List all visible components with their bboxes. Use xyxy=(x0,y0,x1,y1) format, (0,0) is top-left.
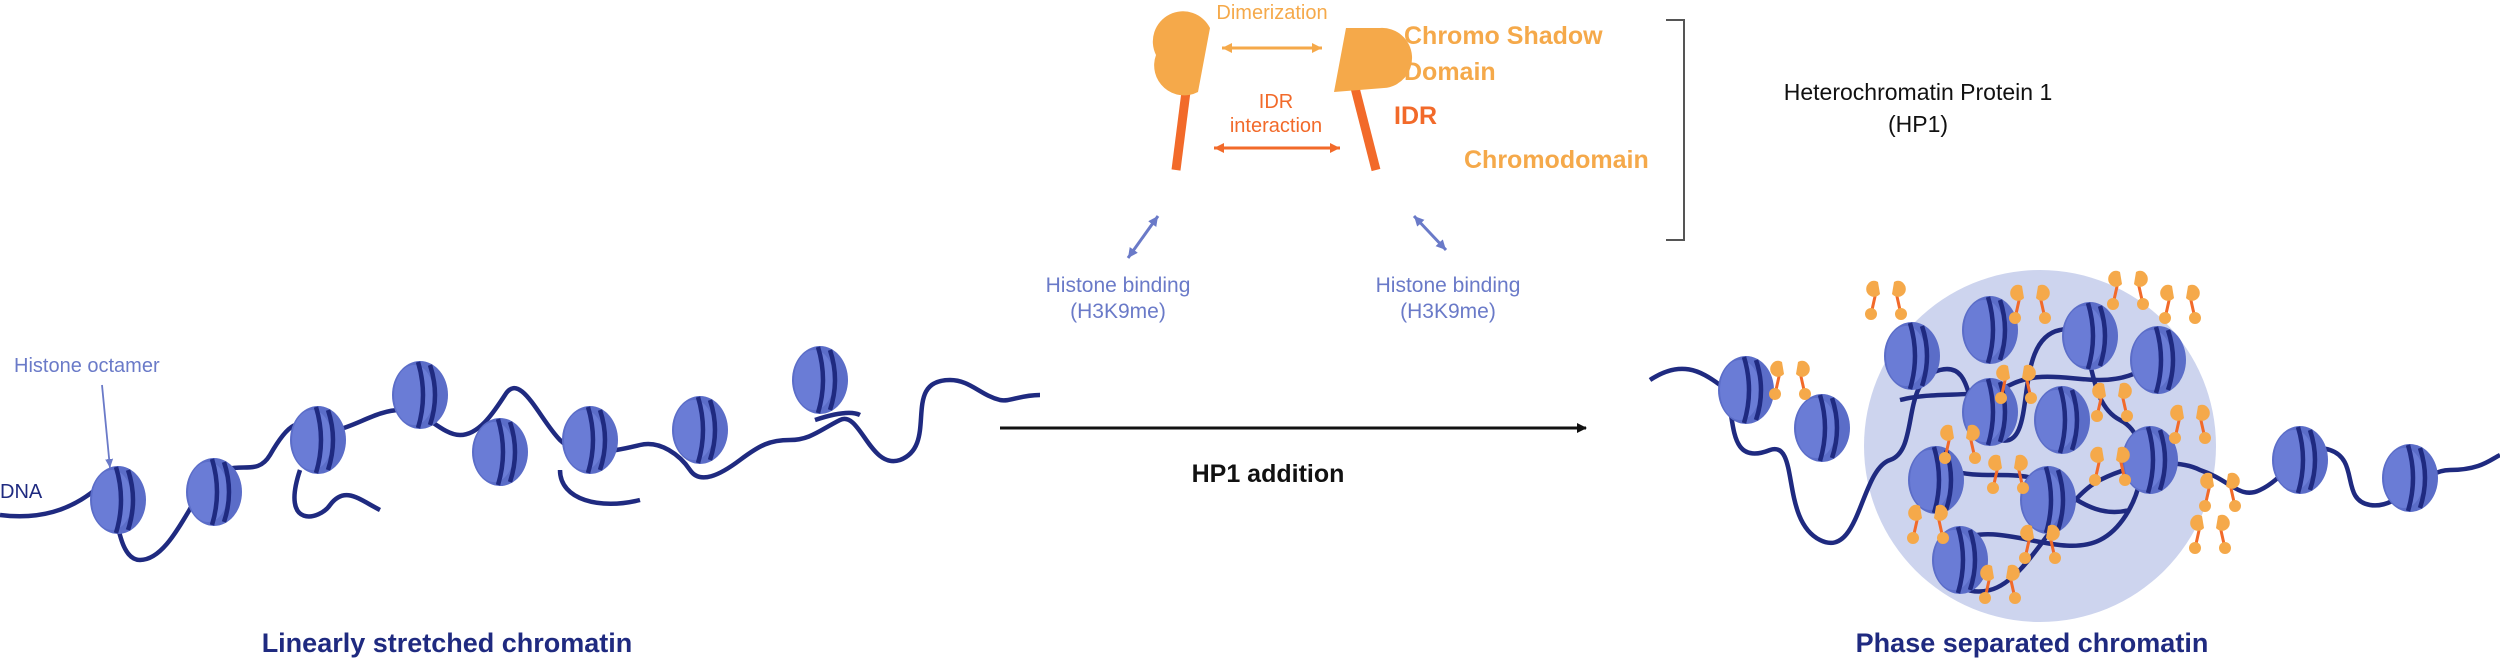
nucleosome-icon xyxy=(186,458,242,526)
nucleosome-icon xyxy=(2020,466,2076,534)
nucleosome-icon xyxy=(1908,446,1964,514)
nucleosome-icon xyxy=(2034,386,2090,454)
histone-binding-right-1: Histone binding xyxy=(1376,274,1521,297)
nucleosome-icon xyxy=(562,406,618,474)
hp1-dimer-icon xyxy=(2187,513,2233,556)
nucleosome-icon xyxy=(90,466,146,534)
hp1-dimer-icon xyxy=(1126,11,1448,259)
nucleosome-icon xyxy=(290,406,346,474)
nucleosome-icon xyxy=(1962,296,2018,364)
nucleosome-icon xyxy=(2130,326,2186,394)
nucleosome-icon xyxy=(2272,426,2328,494)
histone-binding-left-2: (H3K9me) xyxy=(1070,300,1166,323)
hp1-dimer-icon xyxy=(1767,359,1813,402)
nucleosome-icon xyxy=(1794,394,1850,462)
histone-octamer-pointer xyxy=(101,384,114,469)
chromo-shadow-label-2: Domain xyxy=(1404,58,1496,86)
nucleosome-icon xyxy=(792,346,848,414)
chromo-shadow-domain-right xyxy=(1334,27,1413,92)
chromodomain-label: Chromodomain xyxy=(1464,146,1649,174)
right-title: Phase separated chromatin xyxy=(1856,628,2209,658)
hp1-bracket xyxy=(1666,19,1685,241)
left-title: Linearly stretched chromatin xyxy=(262,628,633,658)
dimerization-label: Dimerization xyxy=(1216,2,1327,24)
idr-label: IDR xyxy=(1394,102,1437,130)
chromodomain-right xyxy=(1360,163,1425,214)
hp1-name-line2: (HP1) xyxy=(1888,111,1948,137)
phase-separated-chromatin xyxy=(1648,269,2500,622)
chromo-shadow-label-1: Chromo Shadow xyxy=(1404,22,1603,50)
nucleosome-icon xyxy=(672,396,728,464)
chromo-shadow-domain-left xyxy=(1152,11,1210,96)
idr-interaction-label-2: interaction xyxy=(1230,115,1322,137)
hp1-dimer-icon xyxy=(1863,279,1909,322)
nucleosome-icon xyxy=(2382,444,2438,512)
histone-binding-left-1: Histone binding xyxy=(1046,274,1191,297)
hp1-dimer-icon xyxy=(2157,283,2203,326)
dna-strand-left xyxy=(0,377,1041,563)
hp1-name-line1: Heterochromatin Protein 1 xyxy=(1784,79,2052,105)
idr-interaction-label-1: IDR xyxy=(1259,91,1293,113)
linear-chromatin: Histone octamer DNA xyxy=(0,346,1041,563)
nucleosome-icon xyxy=(1884,322,1940,390)
nucleosome-icon xyxy=(472,418,528,486)
histone-binding-right-2: (H3K9me) xyxy=(1400,300,1496,323)
nucleosome-icon xyxy=(2062,302,2118,370)
histone-octamer-label: Histone octamer xyxy=(14,355,160,377)
transition-label: HP1 addition xyxy=(1192,460,1345,488)
nucleosome-icon xyxy=(1718,356,1774,424)
dna-label: DNA xyxy=(0,481,43,503)
nucleosome-icon xyxy=(392,361,448,429)
chromodomain-left xyxy=(1136,163,1201,214)
